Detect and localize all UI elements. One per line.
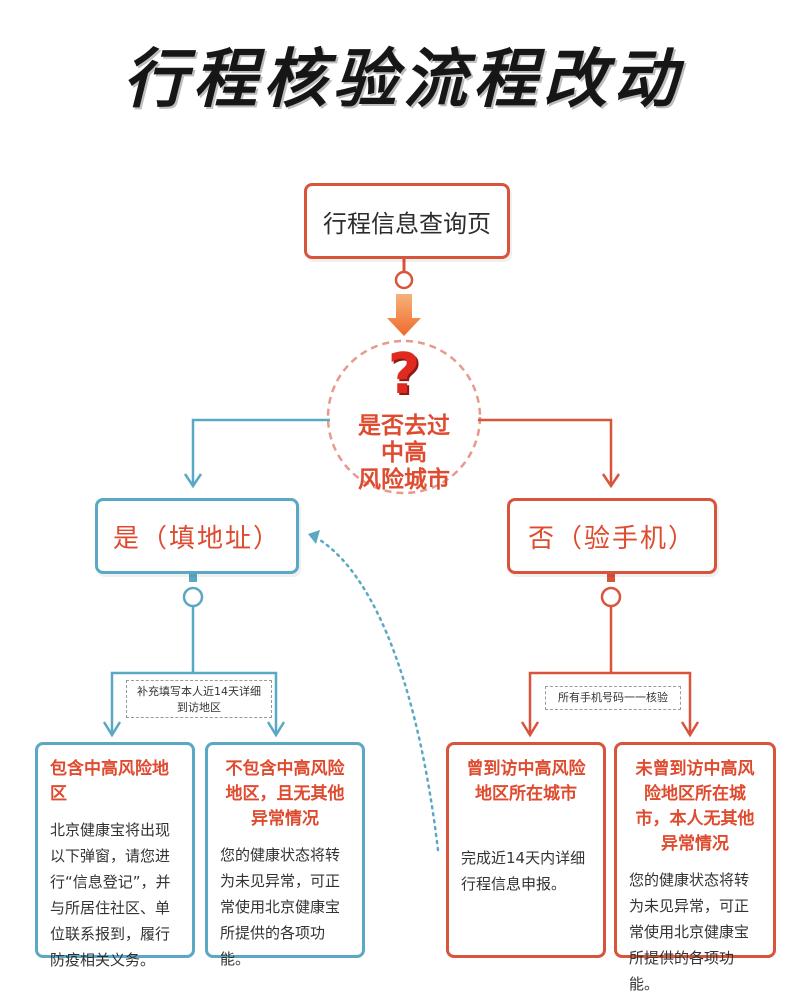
yes-branch-note: 补充填写本人近14天详细 到访地区 xyxy=(126,680,272,718)
result-title: 包含中高风险地区 xyxy=(50,759,169,804)
yes-branch-label: 是（填地址） xyxy=(112,523,281,554)
no-branch-label: 否（验手机） xyxy=(527,523,696,554)
result-body: 您的健康状态将转为未见异常，可正常使用北京健康宝所提供的各项功能。 xyxy=(629,871,750,993)
result-box-visited-city: 曾到访中高风险地区所在城市 完成近14天内详细行程信息申报。 xyxy=(446,742,606,958)
result-box-no-risk-area: 不包含中高风险地区，且无其他异常情况 您的健康状态将转为未见异常，可正常使用北京… xyxy=(205,742,365,968)
arrow-r3-icon xyxy=(520,721,540,738)
connector-tab-yes xyxy=(189,574,197,582)
result-title: 曾到访中高风险地区所在城市 xyxy=(466,759,586,804)
yes-note-line-1: 补充填写本人近14天详细 xyxy=(137,685,261,698)
no-branch-node: 否（验手机） xyxy=(507,498,717,574)
feedback-arrow-icon xyxy=(308,530,320,544)
result-title: 未曾到访中高风险地区所在城市，本人无其他异常情况 xyxy=(635,759,755,854)
arrow-no-icon xyxy=(601,473,621,489)
yes-note-line-2: 到访地区 xyxy=(177,701,221,714)
decision-line-2: 中高 xyxy=(381,440,427,466)
connector-no xyxy=(478,418,613,484)
result-box-not-visited-city: 未曾到访中高风险地区所在城市，本人无其他异常情况 您的健康状态将转为未见异常，可… xyxy=(614,742,776,993)
question-mark-icon: ? xyxy=(387,342,421,407)
connector-no-split xyxy=(528,671,692,716)
question-circle xyxy=(326,339,482,495)
result-body: 完成近14天内详细行程信息申报。 xyxy=(461,849,586,893)
decision-line-3: 风险城市 xyxy=(358,467,450,493)
connector-node-start xyxy=(394,270,414,290)
down-arrow-icon xyxy=(387,294,421,336)
arrow-r1-icon xyxy=(102,721,122,738)
arrow-r4-icon xyxy=(680,721,700,738)
arrow-yes-icon xyxy=(183,473,203,489)
start-node: 行程信息查询页 xyxy=(304,183,510,259)
result-body: 您的健康状态将转为未见异常，可正常使用北京健康宝所提供的各项功能。 xyxy=(220,846,341,968)
decision-question: 是否去过 中高 风险城市 xyxy=(332,413,476,494)
connector-yes xyxy=(191,418,330,484)
connector-yes-split xyxy=(110,671,278,716)
yes-branch-node: 是（填地址） xyxy=(95,498,299,574)
arrow-r2-icon xyxy=(266,721,286,738)
no-branch-note: 所有手机号码一一核验 xyxy=(545,686,681,710)
decision-line-1: 是否去过 xyxy=(358,413,450,439)
result-box-high-risk: 包含中高风险地区 北京健康宝将出现以下弹窗，请您进行“信息登记”，并与所居住社区… xyxy=(35,742,195,969)
result-title: 不包含中高风险地区，且无其他异常情况 xyxy=(225,759,345,829)
result-body: 北京健康宝将出现以下弹窗，请您进行“信息登记”，并与所居住社区、单位联系报到，履… xyxy=(50,821,171,969)
no-note-text: 所有手机号码一一核验 xyxy=(558,691,668,704)
page-title: 行程核验流程改动 xyxy=(123,43,683,117)
connector-node-no xyxy=(600,586,622,608)
feedback-dotted-connector xyxy=(318,538,440,852)
connector-node-yes xyxy=(182,586,204,608)
start-node-label: 行程信息查询页 xyxy=(323,209,491,238)
